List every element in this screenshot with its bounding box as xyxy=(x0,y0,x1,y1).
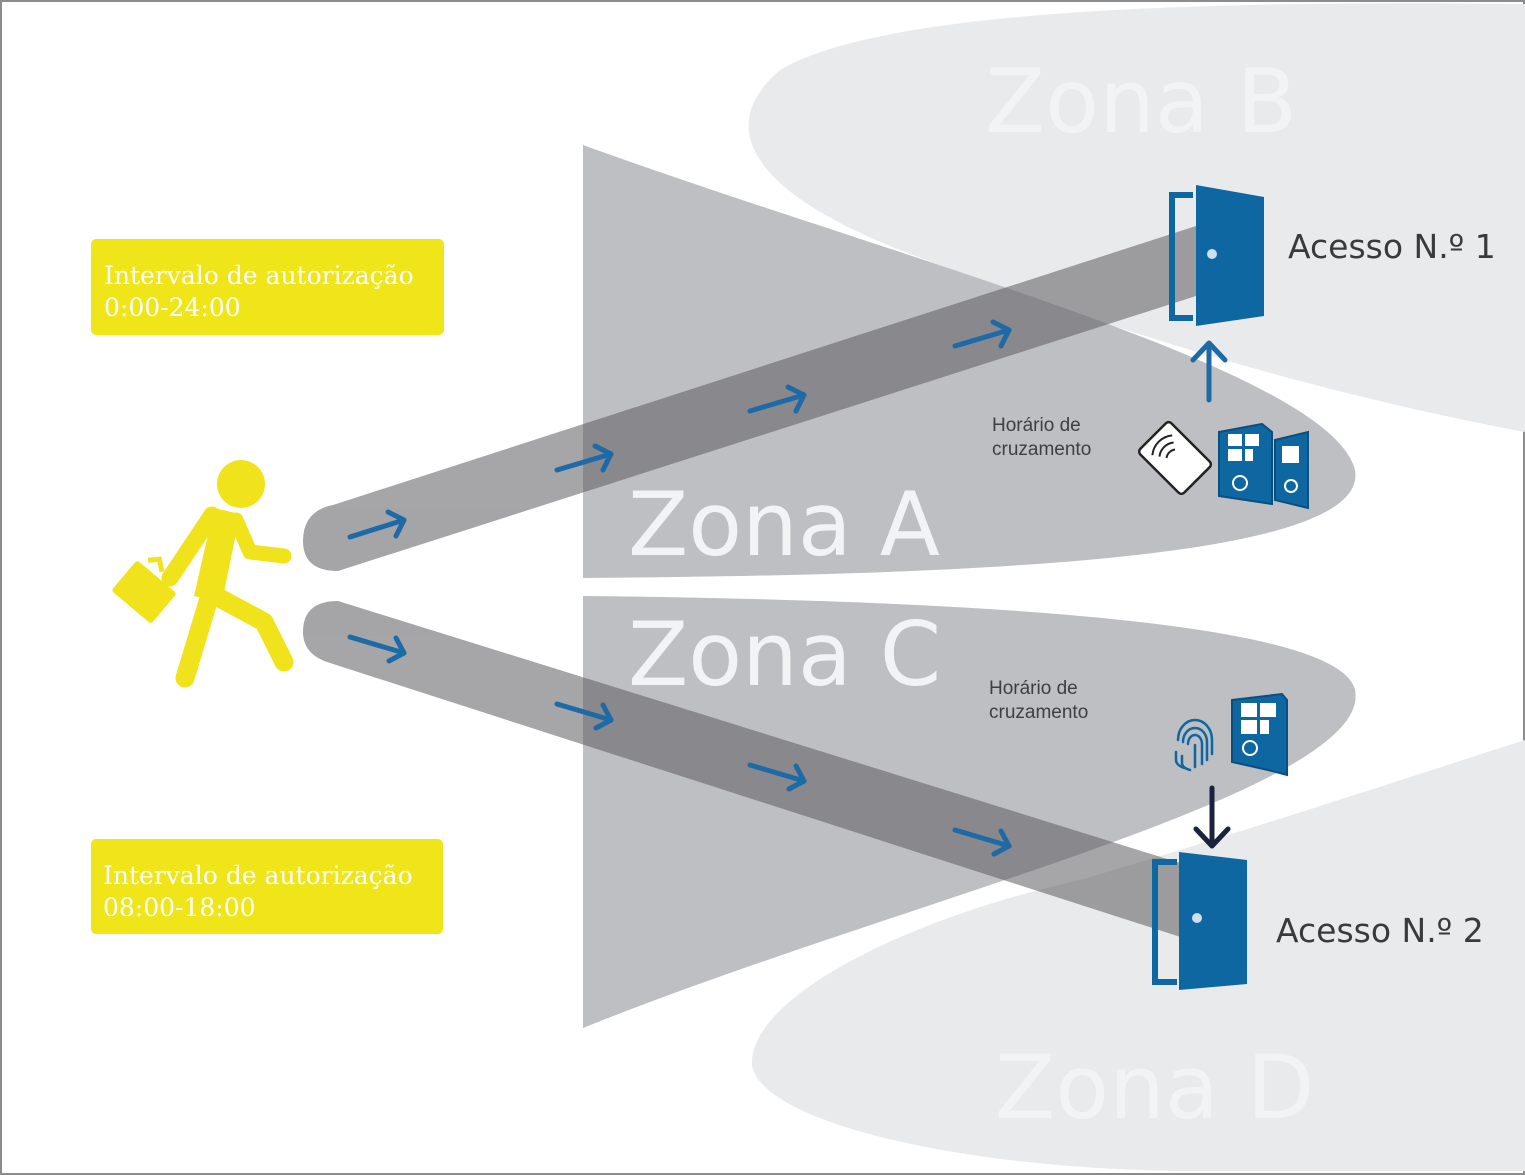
arrow-right-icon xyxy=(747,384,807,414)
access-terminal-icon xyxy=(1218,422,1273,506)
lower-path-band xyxy=(303,601,1196,942)
access-terminal-icon xyxy=(1274,430,1309,510)
arrow-right-icon xyxy=(747,762,807,792)
authorization-box-top: Intervalo de autorização 0:00-24:00 xyxy=(91,239,444,335)
door-icon xyxy=(1152,852,1247,990)
arrow-right-icon xyxy=(952,827,1012,857)
arrow-down-icon xyxy=(1193,785,1231,849)
arrow-up-icon xyxy=(1190,340,1228,403)
svg-text:Intervalo de autorização: Intervalo de autorização 0:00-24:00 xyxy=(104,261,422,322)
crossing-time-bottom-label: Horário de cruzamento xyxy=(989,678,1088,723)
path-bands xyxy=(303,226,1196,942)
rfid-card-icon xyxy=(1137,420,1213,496)
arrow-right-icon xyxy=(347,634,407,664)
arrow-right-icon xyxy=(554,701,614,731)
lower-path-arrows xyxy=(347,634,1012,857)
zone-c-label: Zona C xyxy=(628,603,941,706)
zone-b-area xyxy=(748,3,1525,432)
authorization-box-bottom: Intervalo de autorização 08:00-18:00 xyxy=(91,839,443,934)
access-1-label: Acesso N.º 1 xyxy=(1288,227,1496,266)
crossing-time-top-label: Horário de cruzamento xyxy=(992,415,1091,460)
upper-path-arrows xyxy=(347,319,1012,540)
zone-a-label: Zona A xyxy=(628,473,940,576)
svg-text:Intervalo de autorização: Intervalo de autorização 08:00-18:00 xyxy=(103,861,421,922)
access-terminal-icon xyxy=(1231,692,1288,777)
zone-d-area xyxy=(751,740,1525,1171)
zone-d-label: Zona D xyxy=(995,1036,1315,1139)
walking-person-icon xyxy=(112,460,294,688)
fingerprint-icon xyxy=(1174,718,1214,772)
upper-path-band xyxy=(303,226,1196,571)
arrow-right-icon xyxy=(554,443,614,473)
door-icon xyxy=(1169,185,1264,326)
access-2-label: Acesso N.º 2 xyxy=(1276,911,1484,950)
arrow-right-icon xyxy=(952,319,1012,349)
zone-b-label: Zona B xyxy=(985,50,1297,153)
arrow-right-icon xyxy=(347,509,407,540)
